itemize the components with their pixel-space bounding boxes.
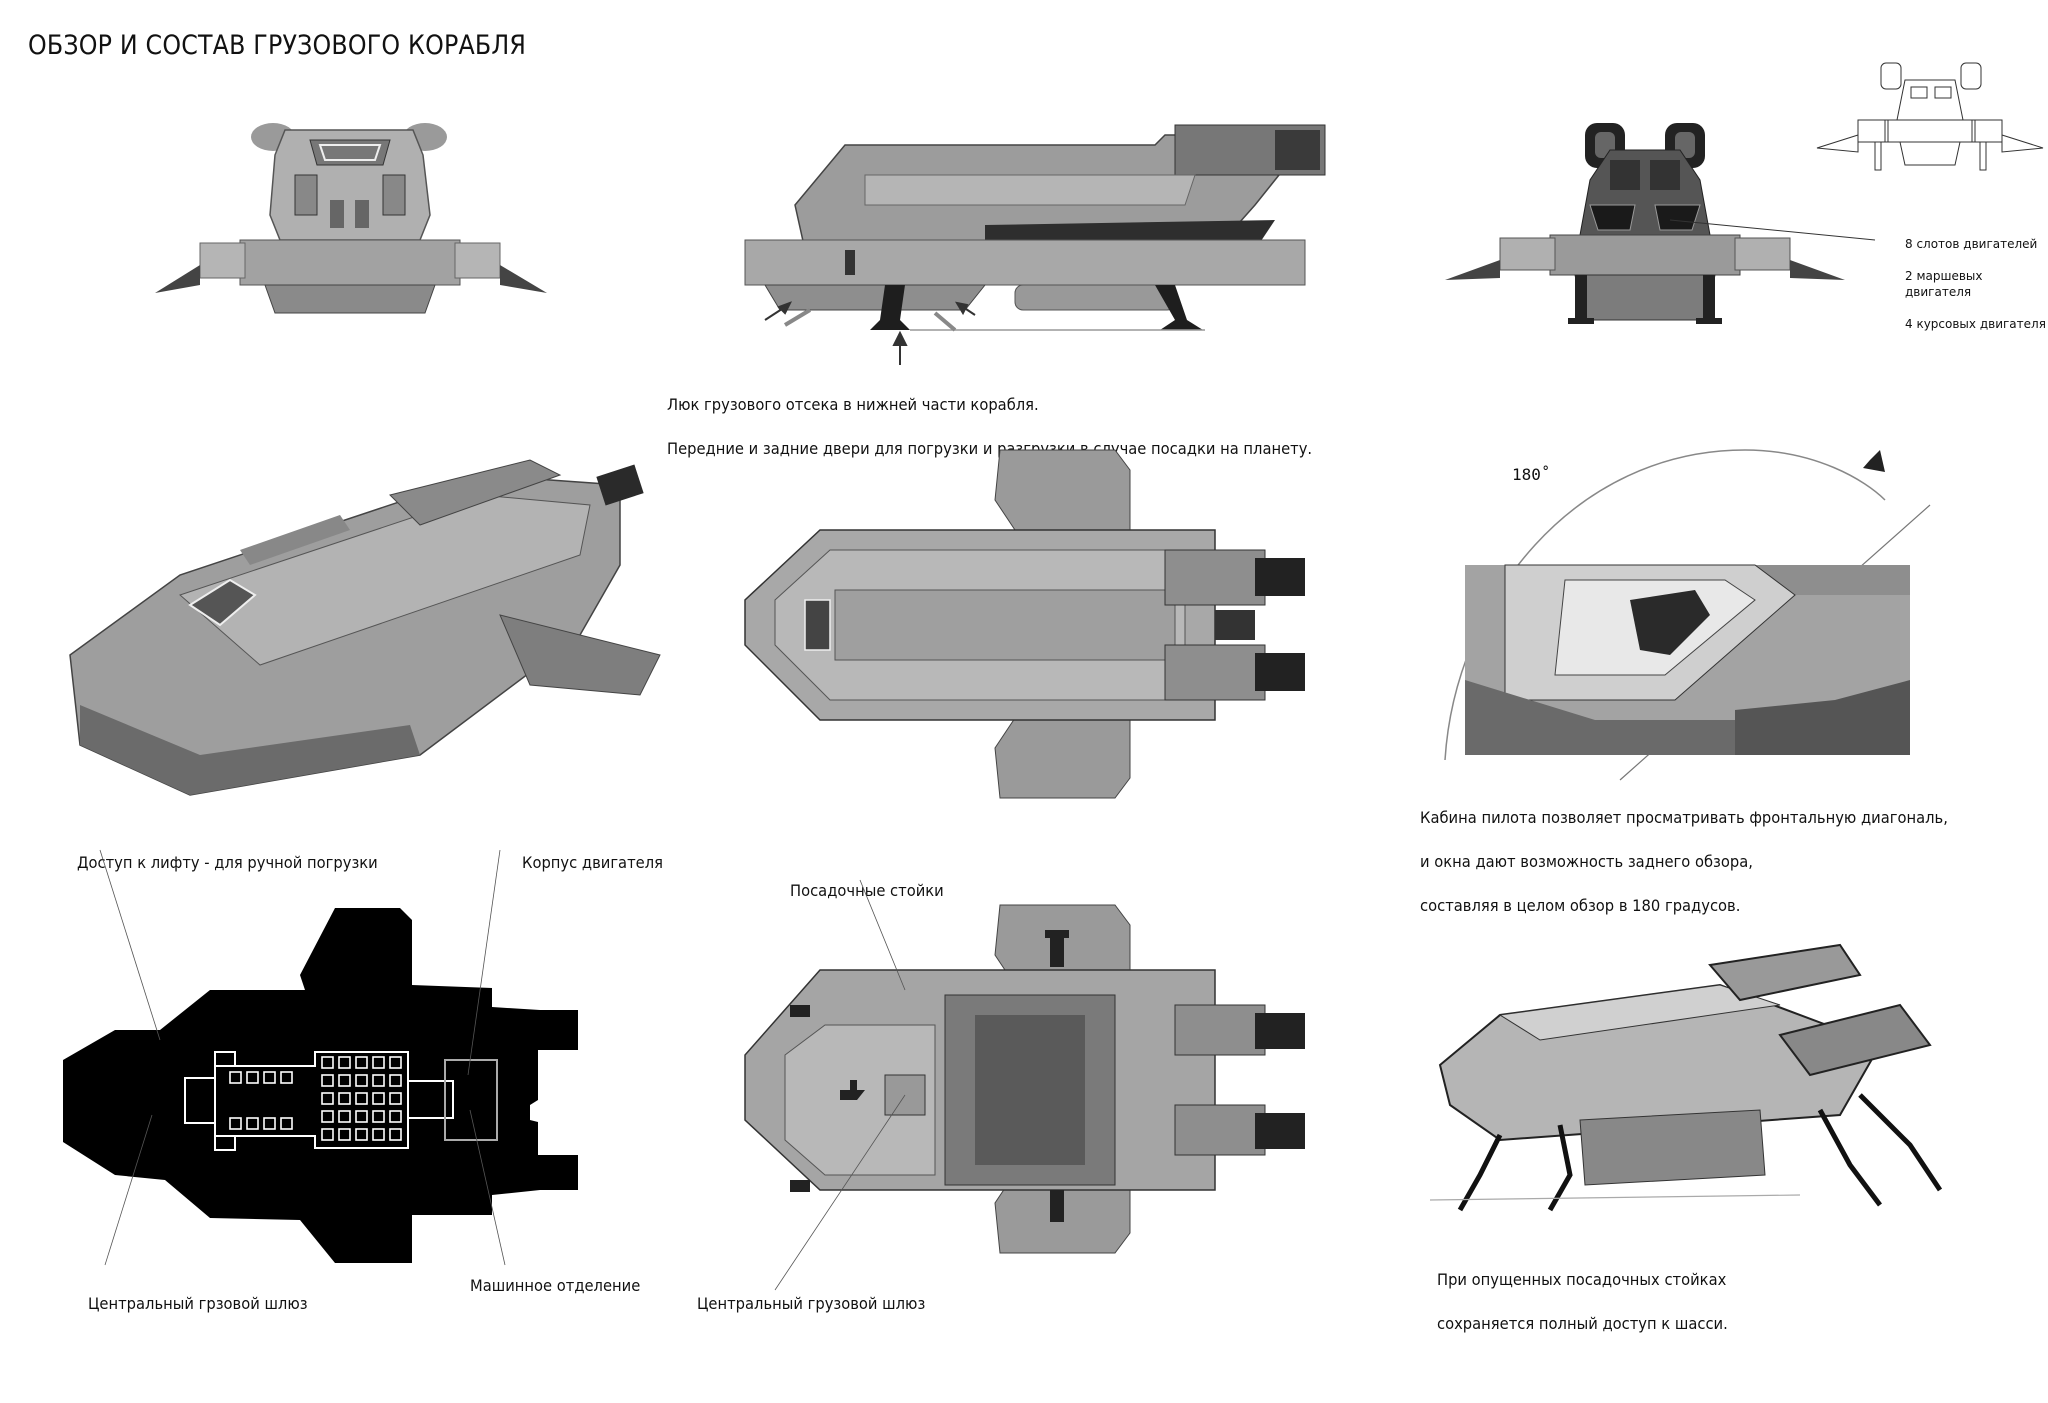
perspective-cockpit: [188, 578, 257, 627]
rear-landing-legs: [1568, 275, 1722, 324]
cargo-crate: [338, 1074, 351, 1087]
cargo-crate: [355, 1092, 368, 1105]
cargo-crate: [321, 1056, 334, 1069]
cargo-crate: [389, 1110, 402, 1123]
cargo-crate: [355, 1074, 368, 1087]
cargo-crate: [263, 1071, 276, 1084]
view-angle-label: 180˚: [1512, 465, 1551, 484]
cargo-crate: [321, 1110, 334, 1123]
caption-line: Люк грузового отсека в нижней части кора…: [667, 395, 1039, 414]
label-lift-access: Доступ к лифту - для ручной погрузки: [77, 853, 378, 872]
cargo-crate: [389, 1128, 402, 1141]
bottom-engine-pods: [1174, 1004, 1305, 1156]
cockpit-interior: [1630, 590, 1710, 655]
ship-landed-view: [1429, 943, 1943, 1212]
caption-line: составляя в целом обзор в 180 градусов.: [1420, 896, 1741, 915]
caption-line: Кабина пилота позволяет просматривать фр…: [1420, 808, 1948, 827]
cargo-crate: [338, 1110, 351, 1123]
label-engine-room: Машинное отделение: [470, 1276, 641, 1295]
top-lower-wing: [994, 717, 1131, 799]
top-cockpit: [804, 599, 831, 651]
ship-rear-view: [1445, 123, 1876, 324]
label-bottom-central-airlock: Центральный грузовой шлюз: [697, 1294, 926, 1313]
cargo-crate: [338, 1128, 351, 1141]
label-central-airlock: Центральный грзовой шлюз: [88, 1294, 308, 1313]
ship-floor-plan: [63, 849, 578, 1266]
cargo-hatch-caption: Люк грузового отсека в нижней части кора…: [667, 372, 1312, 482]
caption-line: При опущенных посадочных стойках: [1437, 1270, 1727, 1289]
cargo-crate: [280, 1117, 293, 1130]
cargo-crate: [229, 1071, 242, 1084]
perspective-upper-engine: [389, 459, 562, 526]
cargo-crate: [280, 1071, 293, 1084]
cockpit-caption: Кабина пилота позволяет просматривать фр…: [1420, 785, 1948, 939]
front-mid-hull: [239, 239, 461, 286]
cargo-crate: [321, 1092, 334, 1105]
front-left-wing: [155, 265, 200, 293]
side-lower-hull: [744, 239, 1306, 286]
hatch-arrows: [764, 301, 976, 365]
ship-front-view: [155, 123, 547, 314]
cargo-crate: [355, 1128, 368, 1141]
cargo-crate: [389, 1092, 402, 1105]
ship-top-view: [744, 449, 1305, 799]
cargo-crate: [372, 1056, 385, 1069]
plan-engine-room: [444, 1059, 498, 1141]
rear-blueprint: [1816, 62, 2044, 171]
perspective-engine: [596, 464, 644, 506]
cockpit-view-diagram: [1444, 449, 1931, 781]
plan-cargo-outline: [214, 1051, 409, 1149]
cargo-crate: [355, 1056, 368, 1069]
cargo-crate: [338, 1056, 351, 1069]
top-engine-pods: [1164, 549, 1305, 701]
engine-note: 2 маршевых двигателя: [1905, 269, 1983, 299]
cargo-crate: [321, 1128, 334, 1141]
ship-bottom-view: [744, 879, 1305, 1291]
engine-notes: 8 слотов двигателей 2 маршевых двигателя…: [1905, 220, 2048, 348]
caption-line: Передние и задние двери для погрузки и р…: [667, 439, 1313, 458]
label-engine-housing: Корпус двигателя: [522, 853, 663, 872]
bottom-landing-struts: [790, 930, 1069, 1222]
side-landing-legs: [870, 285, 1203, 330]
caption-line: и окна дают возможность заднего обзора,: [1420, 852, 1753, 871]
cargo-crate: [389, 1056, 402, 1069]
cargo-crate: [263, 1117, 276, 1130]
engine-note: 8 слотов двигателей: [1905, 237, 2038, 251]
cargo-crate: [338, 1092, 351, 1105]
side-engine: [1275, 130, 1320, 170]
perspective-wing: [499, 614, 661, 696]
caption-line: сохраняется полный доступ к шасси.: [1437, 1314, 1728, 1333]
cargo-crate: [321, 1074, 334, 1087]
cargo-crate: [372, 1110, 385, 1123]
ship-perspective-view: [69, 459, 661, 796]
cargo-crate: [246, 1117, 259, 1130]
front-right-wing: [500, 265, 547, 293]
cargo-crate: [355, 1110, 368, 1123]
top-upper-wing: [994, 449, 1131, 531]
landed-upper-engine: [1708, 943, 1862, 1002]
label-landing-struts: Посадочные стойки: [790, 881, 944, 900]
plan-silhouette: [63, 908, 578, 1263]
ship-side-view: [744, 124, 1326, 365]
cargo-crate: [246, 1071, 259, 1084]
cargo-crate: [372, 1074, 385, 1087]
cargo-crate: [372, 1092, 385, 1105]
landed-caption: При опущенных посадочных стойках сохраня…: [1437, 1247, 1728, 1357]
cargo-crate: [389, 1074, 402, 1087]
cargo-crate: [229, 1117, 242, 1130]
cargo-crate: [372, 1128, 385, 1141]
sheet-title: ОБЗОР И СОСТАВ ГРУЗОВОГО КОРАБЛЯ: [28, 30, 527, 61]
cargo-crates: [229, 1056, 402, 1141]
engine-note: 4 курсовых двигателя: [1905, 317, 2046, 331]
view-arc-arrowhead: [1863, 450, 1885, 472]
